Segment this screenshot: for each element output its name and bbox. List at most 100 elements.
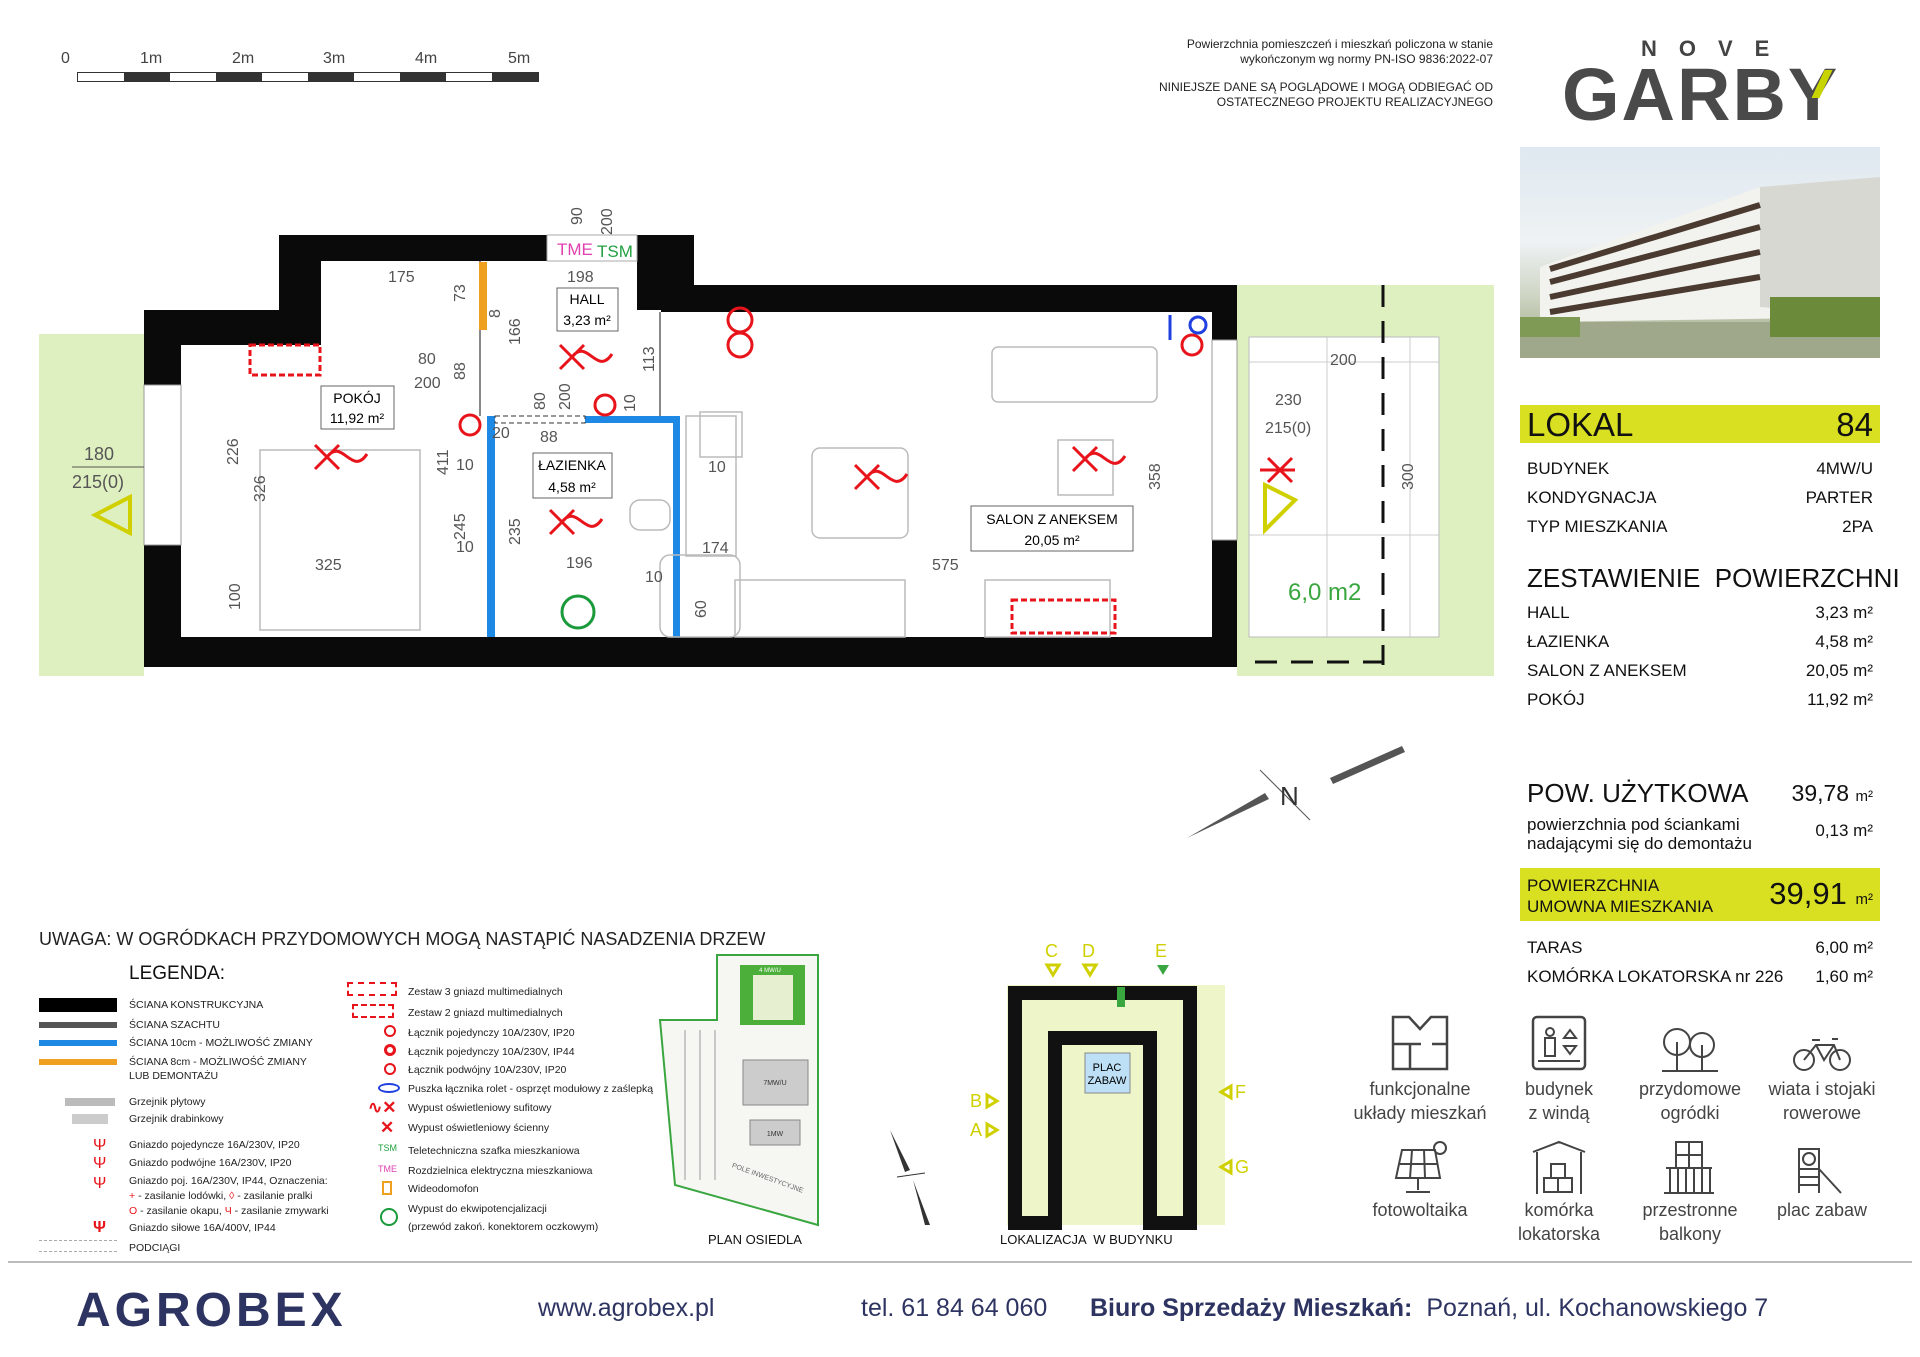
site-plan: 4 MW/U 7MW/U 1MW POLE INWESTYCYJNE [658, 954, 819, 1227]
room-area: 11,92 m² [330, 410, 385, 426]
washer-mark-icon: ◊ [229, 1190, 235, 1202]
dimension: 80 [418, 351, 436, 368]
entrance-marker-left [90, 493, 132, 537]
contract-area-label: POWIERZCHNIA UMOWNA MIESZKANIA [1527, 875, 1713, 917]
building-label: 1MW [767, 1131, 784, 1138]
area-norm-note: Powierzchnia pomieszczeń i mieszkań poli… [1187, 37, 1493, 67]
legend-label: Zestaw 3 gniazd multimedialnych [408, 986, 563, 998]
scale-bar: 0 1m 2m 3m 4m 5m [55, 48, 555, 88]
dimension: 411 [435, 449, 452, 475]
legend-label: PODCIĄGI [129, 1242, 181, 1254]
footer-divider [8, 1261, 1912, 1263]
socket-double-icon: Ψ [93, 1155, 107, 1172]
compass-label: N [1280, 781, 1299, 811]
unit-number: 84 [1836, 406, 1873, 443]
socket-ip44-icon: Ψ [93, 1175, 107, 1192]
dimension: 215(0) [72, 472, 124, 492]
legend-label: Gniazdo pojedyncze 16A/230V, IP20 [129, 1139, 300, 1151]
website-link[interactable]: www.agrobex.pl [538, 1294, 715, 1322]
building-label: 7MW/U [763, 1080, 786, 1087]
room-value: 3,23 m² [1815, 603, 1873, 622]
room-label-pokoj: POKÓJ 11,92 m² [320, 385, 395, 430]
room-area: 20,05 m² [1024, 532, 1080, 548]
playground-label: PLAC [1093, 1062, 1122, 1074]
room-name: HALL [569, 291, 604, 307]
playground-label: ZABAW [1088, 1075, 1127, 1087]
entrance-label: A [970, 1120, 982, 1140]
phone-number[interactable]: tel. 61 84 64 060 [861, 1294, 1048, 1322]
trees-icon [1662, 1028, 1718, 1072]
dimension: 10 [708, 459, 726, 476]
dimensions: 175 73 8 166 80 200 88 226 326 411 10 20… [72, 207, 1417, 618]
legend-swatch-8cm [39, 1059, 117, 1065]
legend-swatch-shaft [39, 1022, 117, 1028]
extra-label: KOMÓRKA LOKATORSKA nr 226 [1527, 967, 1784, 986]
socket-single-icon: Ψ [93, 1137, 107, 1154]
hood-mark-icon: O [129, 1205, 138, 1217]
usable-value: 39,78 [1791, 780, 1850, 806]
dimension: 73 [452, 284, 469, 302]
dimension: 88 [540, 429, 558, 446]
dimension: 196 [566, 555, 593, 572]
dishwasher-mark-icon: Ч [224, 1205, 232, 1217]
sales-office: Biuro Sprzedaży Mieszkań: Poznań, ul. Ko… [1090, 1294, 1768, 1323]
legend-label: - zasilanie okapu, [140, 1205, 222, 1217]
room-value: 4,58 m² [1815, 632, 1873, 651]
legend-swatch-10cm [39, 1040, 117, 1046]
dimension: 113 [641, 346, 658, 372]
switch-single-icon [384, 1025, 396, 1037]
balcony-icon [1664, 1141, 1714, 1194]
room-value: 11,92 m² [1807, 690, 1873, 709]
dimension: 200 [414, 375, 441, 392]
dimension: 230 [1275, 392, 1302, 409]
usable-area-label: POW. UŻYTKOWA [1527, 778, 1749, 808]
fridge-mark-icon: + [129, 1190, 136, 1202]
scale-label: 2m [232, 50, 255, 67]
entrance-label: C [1045, 941, 1058, 961]
playground-icon [1798, 1148, 1842, 1194]
entrance-label: F [1235, 1082, 1246, 1102]
dimension: 198 [567, 269, 594, 286]
legend-label: Grzejnik płytowy [129, 1096, 206, 1108]
scale-label: 3m [323, 50, 346, 67]
summary-title: ZESTAWIENIE POWIERZCHNI [1527, 563, 1900, 593]
room-value: 20,05 m² [1805, 661, 1873, 680]
legend-label: Łącznik podwójny 10A/230V, IP20 [408, 1064, 567, 1076]
legend-marks-row: + - zasilanie lodówki, ◊ - zasilanie pra… [129, 1190, 313, 1203]
extra-label: TARAS [1527, 938, 1583, 957]
legend-label: Gniazdo podwójne 16A/230V, IP20 [129, 1157, 292, 1169]
tsm-label: TSM [597, 242, 633, 261]
legend-label: Gniazdo poj. 16A/230V, IP44, Oznaczenia: [129, 1175, 328, 1187]
contract-area-bar: POWIERZCHNIA UMOWNA MIESZKANIA 39,91 m² [1520, 868, 1880, 921]
dimension: 10 [456, 457, 474, 474]
switch-double-icon [384, 1063, 396, 1075]
usable-area-value: 39,78 m² [1792, 780, 1873, 807]
removable-walls-label: powierzchnia pod ściankami nadającymi si… [1527, 815, 1752, 853]
tme-label: TME [557, 240, 593, 259]
room-label: POKÓJ [1527, 690, 1585, 709]
garden-left [39, 334, 144, 676]
blind-switch-symbol [1168, 315, 1208, 340]
feature-label: plac zabaw [1776, 1200, 1868, 1220]
room-area: 4,58 m² [548, 479, 596, 495]
room-name: SALON Z ANEKSEM [986, 511, 1117, 527]
building-location-plan: PLAC ZABAW C D E B A F G [970, 941, 1249, 1230]
legend-label: ŚCIANA SZACHTU [129, 1019, 221, 1031]
floor-plan: POKÓJ 11,92 m² HALL 3,23 m² ŁAZIENKA 4,5… [39, 207, 1494, 838]
scale-label: 0 [61, 50, 70, 67]
legend-label: Wypust oświetleniowy ścienny [408, 1122, 550, 1134]
legend-label: Rozdzielnica elektryczna mieszkaniowa [408, 1165, 593, 1177]
detail-value: 4MW/U [1816, 459, 1873, 478]
unit-m2: m² [1855, 788, 1874, 805]
legend-label: (przewód zakoń. konektorem oczkowym) [408, 1221, 599, 1233]
beam-icon [39, 1240, 117, 1252]
building-location-label: LOKALIZACJA W BUDYNKU [1000, 1232, 1173, 1247]
